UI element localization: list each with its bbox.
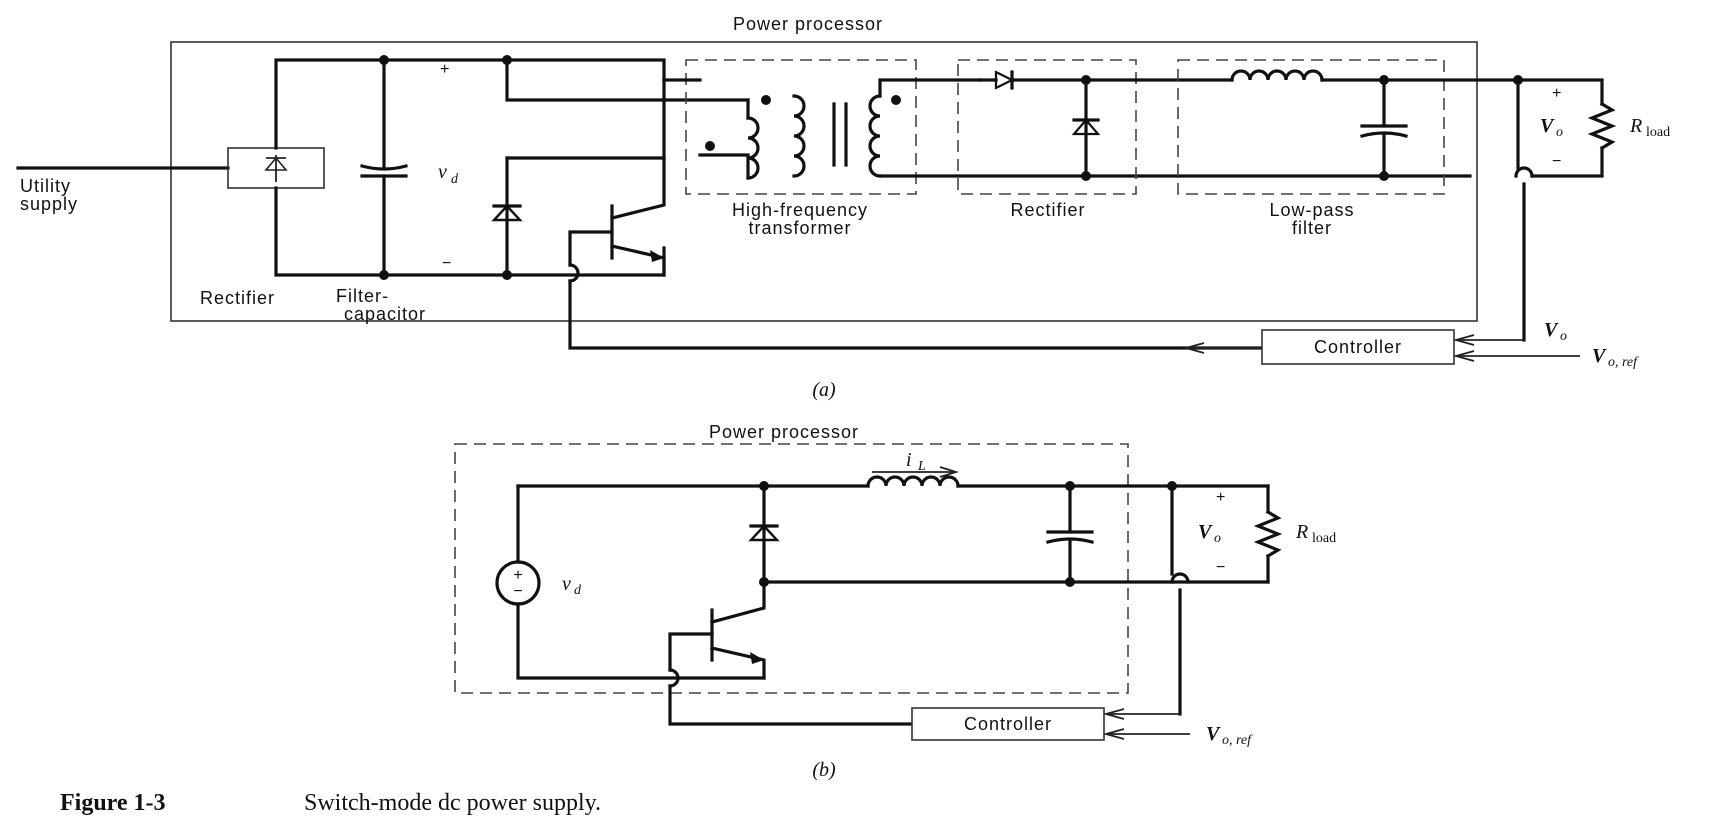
vo-in-label: V [1544, 319, 1559, 341]
inductor-b [866, 475, 960, 488]
diode-top-wire [505, 78, 666, 160]
output-capacitor-b [1046, 484, 1094, 584]
il-sub: L [917, 459, 926, 474]
transistor-switch-a [568, 156, 1262, 350]
rectifier2-label: Rectifier [1010, 200, 1085, 220]
primary-top-wire [505, 58, 750, 102]
vo-sub-b: o [1214, 531, 1221, 546]
voref-label-a: V [1592, 345, 1607, 367]
il-label: i [906, 449, 912, 471]
lowpass-label-1: Low-pass [1269, 200, 1354, 220]
lowpass-filter-box [1177, 59, 1445, 195]
load-a [1513, 75, 1617, 342]
vo-plus-b: + [1216, 489, 1225, 506]
power-processor-label-b: Power processor [709, 422, 859, 442]
clamp-diode [491, 156, 523, 277]
power-processor-label-a: Power processor [733, 14, 883, 34]
lowpass-filter [1230, 69, 1520, 181]
vd-plus-a: + [440, 61, 449, 78]
controller-label-b: Controller [964, 714, 1052, 734]
voref-sub-a: o, ref [1608, 355, 1639, 370]
controller-label-a: Controller [1314, 337, 1402, 357]
panel-label-b: (b) [812, 759, 836, 781]
filter-capacitor [360, 58, 408, 277]
hf-transformer [662, 78, 1472, 180]
diagram-a: Power processor Utility supply Rectifier… [16, 14, 1670, 401]
vo-minus-b: − [1216, 559, 1225, 576]
filter-capacitor-label-1: Filter- [336, 286, 389, 306]
top-bus-a [274, 58, 666, 150]
hf-transformer-label-1: High-frequency [732, 200, 868, 220]
vo-plus-a: + [1552, 85, 1561, 102]
figure-caption: Switch-mode dc power supply. [304, 790, 601, 816]
hf-transformer-label-2: transformer [748, 218, 851, 238]
power-processor-box-a [170, 41, 1478, 322]
output-rectifier-box [957, 59, 1137, 195]
power-processor-box-b [454, 443, 1129, 694]
voref-label-b: V [1206, 723, 1221, 745]
utility-supply-label-2: supply [20, 194, 78, 214]
rload-label-a: R [1629, 115, 1642, 137]
rectifier-label-a: Rectifier [200, 288, 275, 308]
voref-sub-b: o, ref [1222, 733, 1253, 748]
panel-label-a: (a) [812, 379, 836, 401]
lowpass-label-2: filter [1292, 218, 1332, 238]
hf-transformer-box [685, 59, 917, 195]
vo-sub-a: o [1556, 125, 1563, 140]
vd-label-b: v [562, 573, 571, 595]
dc-source-b: + − [495, 484, 766, 680]
diagram-b: Power processor + − v d i L [454, 422, 1336, 781]
transistor-switch-b [668, 580, 912, 726]
load-b [1170, 484, 1283, 716]
utility-supply-label-1: Utility [20, 176, 71, 196]
vd-minus-a: − [442, 255, 451, 272]
vd-sub-a: d [451, 172, 459, 187]
vd-label-a: v [438, 161, 447, 183]
filter-capacitor-label-2: capacitor [344, 304, 426, 324]
rectifier-diode-symbol [264, 155, 288, 182]
figure-number: Figure 1-3 [60, 790, 166, 816]
output-rectifier [978, 70, 1234, 181]
controller-box-a [1261, 329, 1455, 365]
vo-in-sub: o [1560, 329, 1567, 344]
vo-minus-a: − [1552, 153, 1561, 170]
vo-label-a: V [1540, 115, 1555, 137]
svg-text:+: + [513, 567, 522, 584]
freewheel-diode-b [748, 484, 780, 587]
controller-box-b [911, 707, 1105, 741]
rload-sub-a: load [1646, 125, 1670, 140]
svg-text:−: − [513, 583, 522, 600]
rload-sub-b: load [1312, 531, 1336, 546]
vd-sub-b: d [574, 583, 582, 598]
vo-label-b: V [1198, 521, 1213, 543]
rload-label-b: R [1295, 521, 1308, 543]
